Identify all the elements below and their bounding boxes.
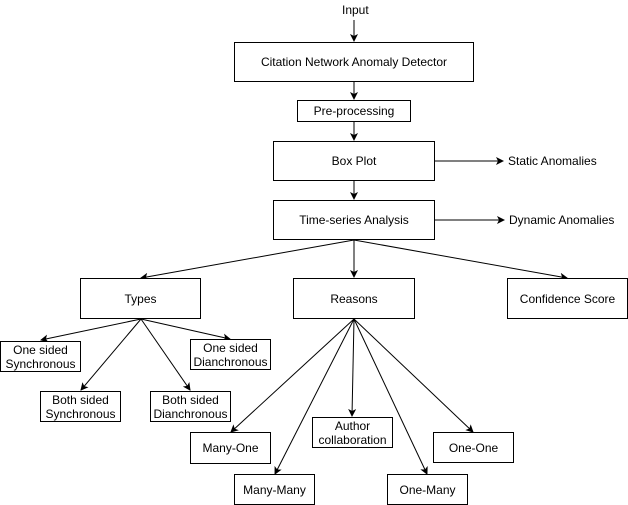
types-box: Types [80,278,201,319]
arrow-reasons-many-one [230,318,355,433]
both-sided-synchronous-box: Both sided Synchronous [40,391,121,422]
arrow-timeseries-confidence [353,239,568,281]
one-one-box: One-One [433,432,514,463]
arrow-types-both-sided-sync [80,318,142,391]
many-many-box: Many-Many [234,474,315,505]
arrow-types-both-sided-dia [140,318,191,391]
one-many-box: One-Many [387,474,468,505]
arrow-reasons-one-one [353,318,474,433]
arrow-reasons-one-many [353,318,428,475]
reasons-box: Reasons [293,278,415,319]
input-label: Input [342,3,369,17]
author-collaboration-box: Author collaboration [312,417,393,448]
preprocessing-box: Pre-processing [297,100,411,122]
arrow-timeseries-types [140,239,355,281]
dynamic-anomalies-label: Dynamic Anomalies [509,213,615,227]
static-anomalies-label: Static Anomalies [508,154,597,168]
arrow-reasons-many-many [274,318,355,475]
time-series-analysis-box: Time-series Analysis [273,200,435,240]
one-sided-synchronous-box: One sided Synchronous [0,341,81,372]
many-one-box: Many-One [190,432,271,464]
arrow-types-one-sided-dia [140,318,231,342]
confidence-score-box: Confidence Score [507,278,628,319]
box-plot-box: Box Plot [273,141,435,181]
both-sided-dianchronous-box: Both sided Dianchronous [150,391,231,422]
anomaly-detector-box: Citation Network Anomaly Detector [234,42,474,82]
one-sided-dianchronous-box: One sided Dianchronous [190,339,271,370]
arrow-reasons-author [348,318,357,417]
arrow-types-one-sided-sync [40,318,142,343]
